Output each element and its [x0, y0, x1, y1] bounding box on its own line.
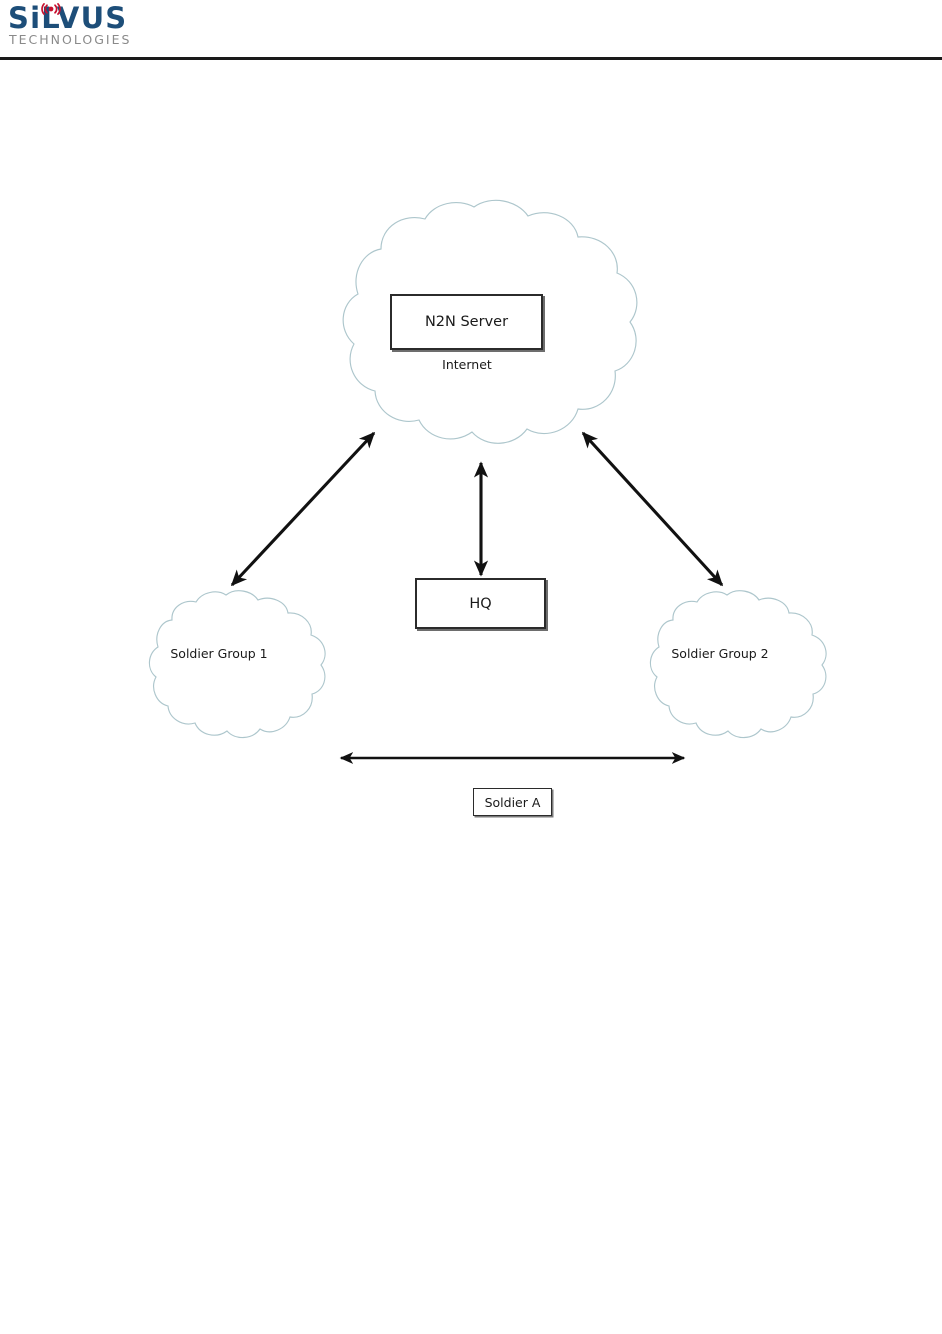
page-header: SiLVUS TECHNOLOGIES: [0, 0, 942, 60]
soldier-group-2-cloud-shape: [649, 590, 827, 739]
wireless-antenna-icon: [41, 3, 61, 15]
label-soldier-group-1: Soldier Group 1: [170, 646, 268, 661]
logo-wordmark-text: SiLVUS: [8, 2, 127, 34]
antenna-center-dot: [48, 6, 54, 12]
soldier-group-1-cloud-shape: [148, 590, 326, 739]
label-soldier-group-2: Soldier Group 2: [671, 646, 769, 661]
logo-wordmark-i: i: [30, 1, 42, 35]
header-divider: [0, 57, 942, 60]
node-hq[interactable]: HQ: [415, 578, 546, 629]
logo-wordmark-lvus: LVUS: [41, 1, 128, 35]
connection-group1-internet: [230, 431, 376, 587]
label-internet: Internet: [442, 357, 492, 372]
logo-wordmark-s: S: [8, 1, 31, 35]
network-diagram: N2N Server Internet Soldier Group 1 Sold…: [0, 59, 942, 1334]
node-soldier-a[interactable]: Soldier A: [473, 788, 552, 816]
node-n2n-server[interactable]: N2N Server: [390, 294, 543, 350]
connection-group2-internet: [581, 431, 724, 587]
logo-subtext: TECHNOLOGIES: [9, 32, 132, 47]
diagram-svg-layer: [148, 199, 827, 764]
silvus-logo: SiLVUS TECHNOLOGIES: [8, 2, 168, 50]
